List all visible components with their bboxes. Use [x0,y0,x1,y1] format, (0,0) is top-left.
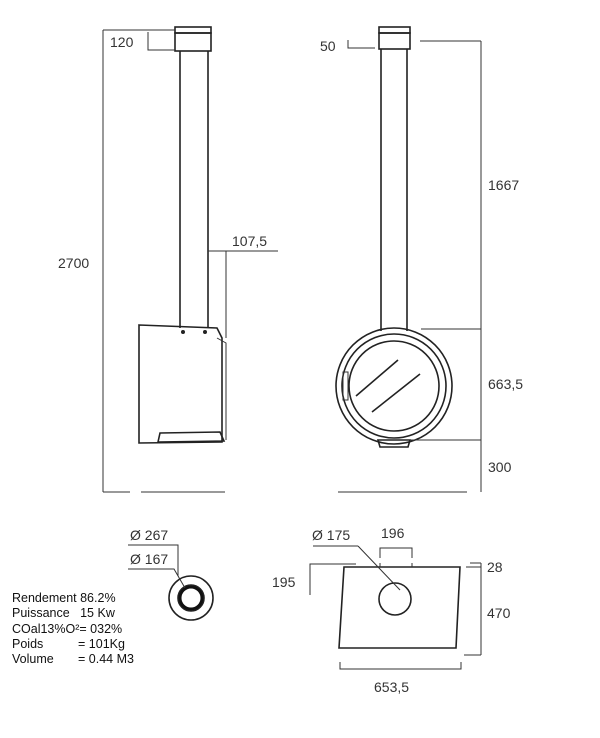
side-body-ring [341,333,447,439]
flue-inner-ring [178,585,204,611]
dim-50-bracket [347,40,375,49]
side-body-outer [335,327,453,445]
spec-row-weight: Poids = 101Kg [12,637,134,652]
spec-label: Rendement [12,591,77,605]
spec-separator: = [43,636,89,651]
dim-195-bracket [309,563,356,595]
dim-body-height: 663,5 [488,376,523,392]
spec-label: Puissance [12,606,70,621]
dim-outer-diameter: Ø 267 [130,527,168,543]
spec-value: 86.2% [80,591,116,605]
plan-body-outline [338,566,461,649]
plan-flue-circle [378,582,412,616]
front-flue-collar [174,32,212,52]
spec-value: 032% [90,621,123,636]
front-elevation [102,26,278,493]
side-flue-collar [378,32,411,50]
dim-653-bracket [339,662,462,670]
spec-separator [70,606,80,620]
spec-label: COal13%O² [12,621,80,636]
front-bolt-1 [181,330,185,334]
dim-base-height: 300 [488,459,512,475]
front-ash-tray [156,431,226,443]
glass-reflection-2 [371,373,421,413]
dim-196-bracket [379,547,413,558]
glass-reflection-1 [355,359,399,397]
dim-plan-width: 653,5 [374,679,409,695]
spec-label: Volume [12,652,54,667]
spec-separator: = [79,621,91,636]
spec-value: 15 Kw [80,606,115,621]
side-handle [342,371,349,401]
spec-row-efficiency: Rendement 86.2% [12,591,134,606]
flue-plan-view [128,544,214,621]
spec-value: 0.44 M3 [88,652,134,667]
dim-top-collar-height: 28 [487,559,503,575]
dim-top-collar-width: 196 [381,525,405,541]
front-flue-cap [174,26,212,34]
side-flue-cap [378,26,411,34]
dim-120-bracket [147,32,175,51]
spec-row-volume: Volume = 0.44 M3 [12,652,134,667]
flue-outer-circle [168,575,214,621]
side-glass [348,340,440,432]
spec-value: 101Kg [88,636,125,651]
dim-167-leader [128,568,186,589]
spec-row-co: COal13%O²= 032% [12,622,134,637]
side-elevation [335,26,482,493]
dim-175-leader [357,545,401,591]
dim-267-leader [128,544,179,576]
top-plan-view [309,545,482,670]
spec-label: Poids [12,636,44,651]
dim-total-height: 2700 [58,255,89,271]
flue-inner-circle [177,584,205,612]
side-base-foot [376,439,412,448]
dim-front-top-offset: 120 [110,34,134,50]
dim-flue-height: 1667 [488,177,519,193]
front-stove-body [138,324,223,444]
front-stove-door [216,337,227,440]
dim-plan-depth: 470 [487,605,511,621]
dim-inner-diameter: Ø 167 [130,551,168,567]
dim-top-flue-diameter: Ø 175 [312,527,350,543]
spec-row-power: Puissance 15 Kw [12,606,134,621]
spec-list: Rendement 86.2% Puissance 15 Kw COal13%O… [12,591,134,667]
dim-top-depth: 195 [272,574,296,590]
dim-side-top-offset: 50 [320,38,336,54]
dim-flue-offset: 107,5 [232,233,267,249]
spec-separator: = [53,652,89,667]
front-bolt-2 [203,330,207,334]
